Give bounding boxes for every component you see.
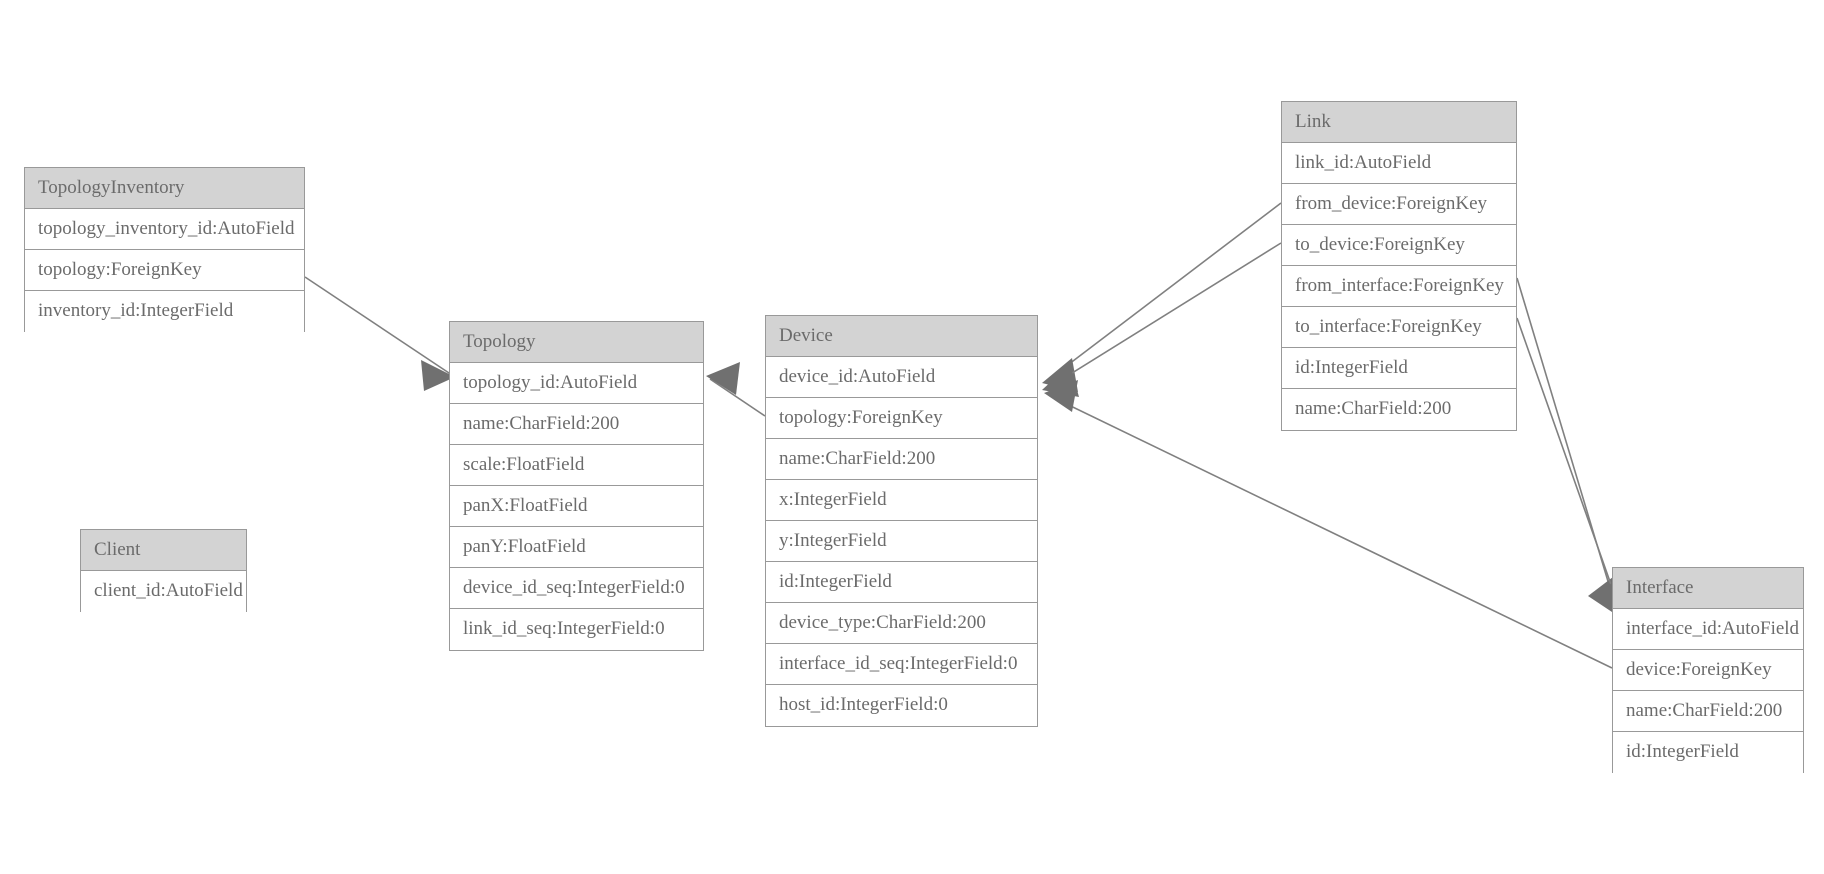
entity-field-row[interactable]: id:IntegerField <box>1613 732 1803 773</box>
entity-title-topology: Topology <box>450 322 703 363</box>
entity-field-row[interactable]: x:IntegerField <box>766 480 1037 521</box>
entity-field-row[interactable]: topology_id:AutoField <box>450 363 703 404</box>
entity-field-row[interactable]: topology:ForeignKey <box>766 398 1037 439</box>
entity-field-row[interactable]: name:CharField:200 <box>450 404 703 445</box>
relationship-link-from-device <box>1042 202 1282 392</box>
entity-field-row[interactable]: topology:ForeignKey <box>25 250 304 291</box>
relationship-topologyinventory-topology <box>304 276 456 391</box>
entity-title-client: Client <box>81 530 246 571</box>
relationship-arrowhead <box>1044 380 1078 412</box>
relationship-link-to-interface <box>1516 317 1622 618</box>
entity-field-row[interactable]: to_interface:ForeignKey <box>1282 307 1516 348</box>
entity-title-interface: Interface <box>1613 568 1803 609</box>
entity-field-row[interactable]: device_id:AutoField <box>766 357 1037 398</box>
entity-field-row[interactable]: to_device:ForeignKey <box>1282 225 1516 266</box>
relationship-device-topology <box>706 362 766 417</box>
entity-field-row[interactable]: panX:FloatField <box>450 486 703 527</box>
entity-field-row[interactable]: link_id:AutoField <box>1282 143 1516 184</box>
entity-field-row[interactable]: device:ForeignKey <box>1613 650 1803 691</box>
entity-field-row[interactable]: panY:FloatField <box>450 527 703 568</box>
entity-field-row[interactable]: name:CharField:200 <box>1282 389 1516 430</box>
relationship-line <box>1516 317 1621 611</box>
entity-field-row[interactable]: topology_inventory_id:AutoField <box>25 209 304 250</box>
entity-title-link: Link <box>1282 102 1516 143</box>
relationship-link-to-device <box>1042 242 1282 397</box>
relationship-line <box>1516 277 1617 609</box>
entity-field-row[interactable]: interface_id:AutoField <box>1613 609 1803 650</box>
entity-field-row[interactable]: id:IntegerField <box>766 562 1037 603</box>
entity-title-topology-inventory: TopologyInventory <box>25 168 304 209</box>
entity-field-row[interactable]: inventory_id:IntegerField <box>25 291 304 332</box>
entity-field-row[interactable]: id:IntegerField <box>1282 348 1516 389</box>
relationship-line <box>709 378 766 417</box>
entity-field-row[interactable]: scale:FloatField <box>450 445 703 486</box>
entity-field-row[interactable]: device_type:CharField:200 <box>766 603 1037 644</box>
relationship-line <box>1049 395 1613 669</box>
entity-field-row[interactable]: device_id_seq:IntegerField:0 <box>450 568 703 609</box>
relationship-line <box>1047 202 1282 381</box>
entity-field-row[interactable]: client_id:AutoField <box>81 571 246 612</box>
relationship-link-from-interface <box>1516 277 1618 616</box>
relationship-arrowhead <box>706 362 740 395</box>
entity-field-row[interactable]: name:CharField:200 <box>766 439 1037 480</box>
entity-title-device: Device <box>766 316 1037 357</box>
relationship-line <box>304 276 456 378</box>
relationship-arrowhead <box>1042 364 1079 397</box>
relationship-line <box>1047 242 1282 389</box>
entity-field-row[interactable]: link_id_seq:IntegerField:0 <box>450 609 703 650</box>
entity-field-row[interactable]: name:CharField:200 <box>1613 691 1803 732</box>
entity-field-row[interactable]: from_device:ForeignKey <box>1282 184 1516 225</box>
entity-field-row[interactable]: interface_id_seq:IntegerField:0 <box>766 644 1037 685</box>
relationship-arrowhead <box>1042 358 1078 392</box>
entity-field-row[interactable]: y:IntegerField <box>766 521 1037 562</box>
entity-field-row[interactable]: host_id:IntegerField:0 <box>766 685 1037 726</box>
entity-field-row[interactable]: from_interface:ForeignKey <box>1282 266 1516 307</box>
